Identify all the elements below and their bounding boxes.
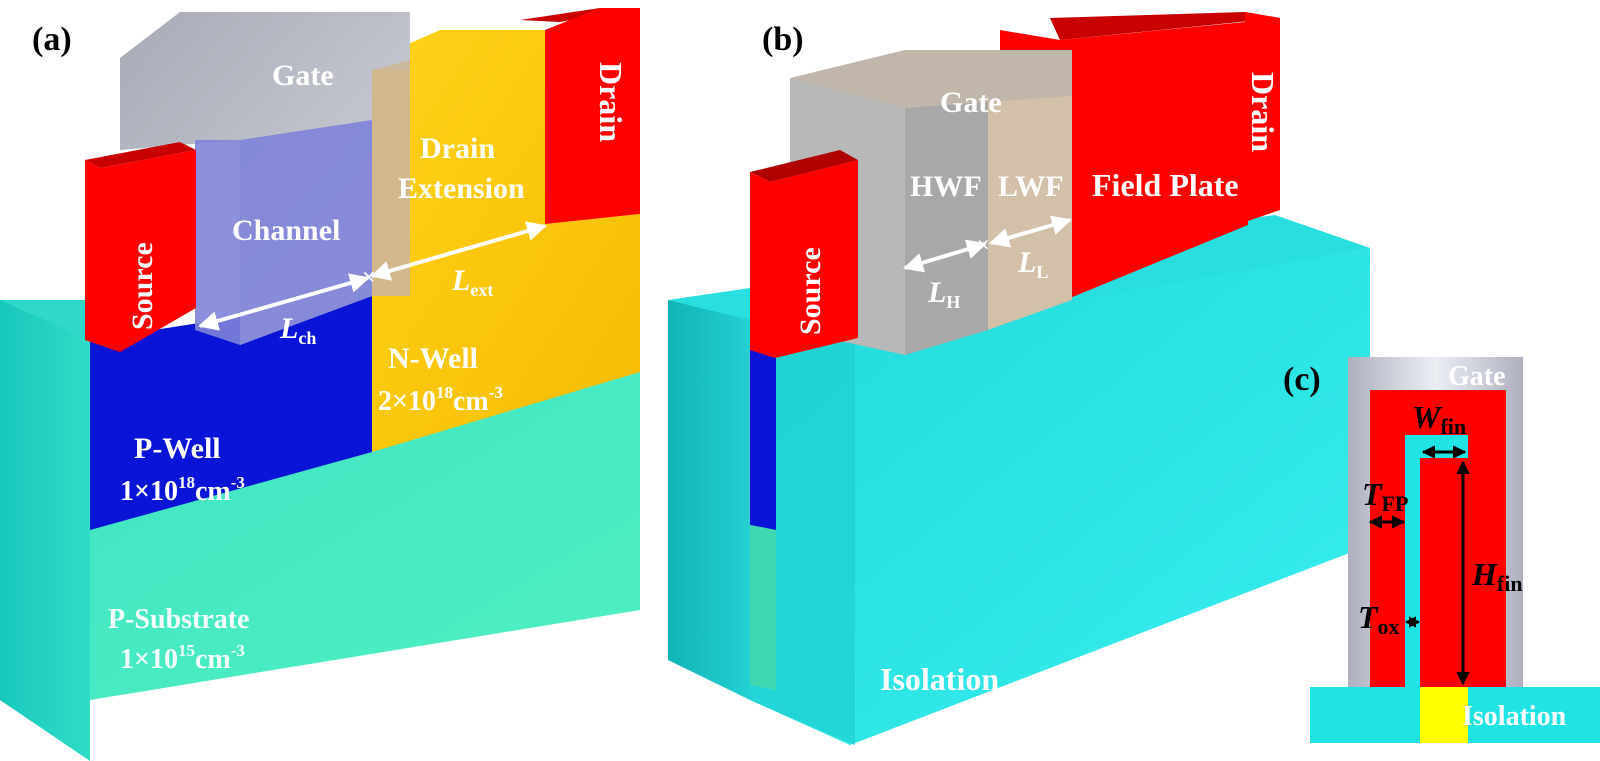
l-ext-label: Lext bbox=[451, 264, 493, 300]
panel-c-label: (c) bbox=[1283, 361, 1321, 398]
pwell-strip bbox=[750, 350, 776, 530]
nwell-conc: 2×1018cm-3 bbox=[378, 383, 503, 417]
gate-top-face bbox=[790, 50, 1072, 108]
source-contact bbox=[750, 160, 858, 358]
x-mark: × bbox=[977, 232, 990, 257]
field-plate-left bbox=[1370, 390, 1405, 687]
source-label: Source bbox=[126, 242, 159, 330]
hwf-label: HWF bbox=[910, 170, 982, 203]
pwell-label: P-Well bbox=[134, 432, 221, 465]
l-h-label: LH bbox=[927, 276, 960, 312]
l-ch-label: Lch bbox=[279, 312, 316, 348]
l-l-label: LL bbox=[1017, 246, 1048, 282]
l-ch-arrow bbox=[198, 273, 370, 331]
h-fin-label: Hfin bbox=[1471, 556, 1523, 596]
source-label: Source bbox=[794, 247, 827, 335]
isolation-front-shade bbox=[750, 340, 855, 745]
gate-label: Gate bbox=[1448, 361, 1506, 392]
drain-label: Drain bbox=[1245, 72, 1281, 152]
gate-label: Gate bbox=[272, 59, 334, 92]
pwell-conc: 1×1018cm-3 bbox=[120, 473, 245, 507]
panel-a-label: (a) bbox=[32, 21, 72, 58]
isolation-label: Isolation bbox=[880, 661, 999, 697]
t-fp-label: TFP bbox=[1362, 476, 1408, 516]
panel-b: × (b) Gate Drain Source HWF LWF Field Pl… bbox=[668, 12, 1370, 745]
lwf-label: LWF bbox=[998, 170, 1064, 203]
isolation-left-face bbox=[668, 300, 750, 700]
field-plate-label: Field Plate bbox=[1092, 167, 1239, 203]
drain-contact bbox=[545, 8, 640, 224]
drain-extension-label-2: Extension bbox=[398, 172, 525, 205]
x-mark: × bbox=[362, 265, 376, 291]
w-fin-label: Wfin bbox=[1412, 399, 1466, 439]
l-l-arrow bbox=[989, 215, 1072, 248]
drain-contact bbox=[1245, 12, 1280, 222]
source-contact-top bbox=[750, 150, 858, 182]
fin bbox=[1420, 458, 1468, 687]
drain-contact-top bbox=[1050, 12, 1280, 40]
hwf-region bbox=[905, 102, 988, 355]
l-h-arrow bbox=[903, 239, 987, 273]
psubstrate-conc: 1×1015cm-3 bbox=[120, 641, 245, 675]
psubstrate-label: P-Substrate bbox=[108, 604, 250, 635]
substrate-strip bbox=[750, 525, 776, 690]
isolation-label: Isolation bbox=[1462, 701, 1567, 732]
lwf-region bbox=[988, 96, 1072, 330]
fin-base bbox=[1420, 687, 1468, 743]
field-plate-right bbox=[1468, 390, 1506, 687]
panel-a: × (a) Gate Drain Source Channel Drain Ex… bbox=[0, 8, 640, 761]
source-contact bbox=[85, 150, 196, 352]
isolation-front-face bbox=[750, 248, 1370, 745]
panel-b-label: (b) bbox=[762, 21, 804, 58]
drain-label: Drain bbox=[593, 62, 629, 142]
t-ox-label: Tox bbox=[1358, 599, 1400, 639]
gate-label: Gate bbox=[940, 86, 1002, 119]
l-ext-arrow bbox=[370, 221, 547, 281]
pwell-region bbox=[90, 296, 372, 530]
drain-extension-label-1: Drain bbox=[420, 132, 495, 165]
nwell-label: N-Well bbox=[388, 342, 478, 375]
substrate-left-face bbox=[0, 300, 90, 761]
panel-c: (c) Gate Wfin TFP Hfin Tox Isolation bbox=[1283, 357, 1600, 743]
source-contact-top bbox=[85, 142, 196, 168]
channel-label: Channel bbox=[232, 214, 340, 247]
